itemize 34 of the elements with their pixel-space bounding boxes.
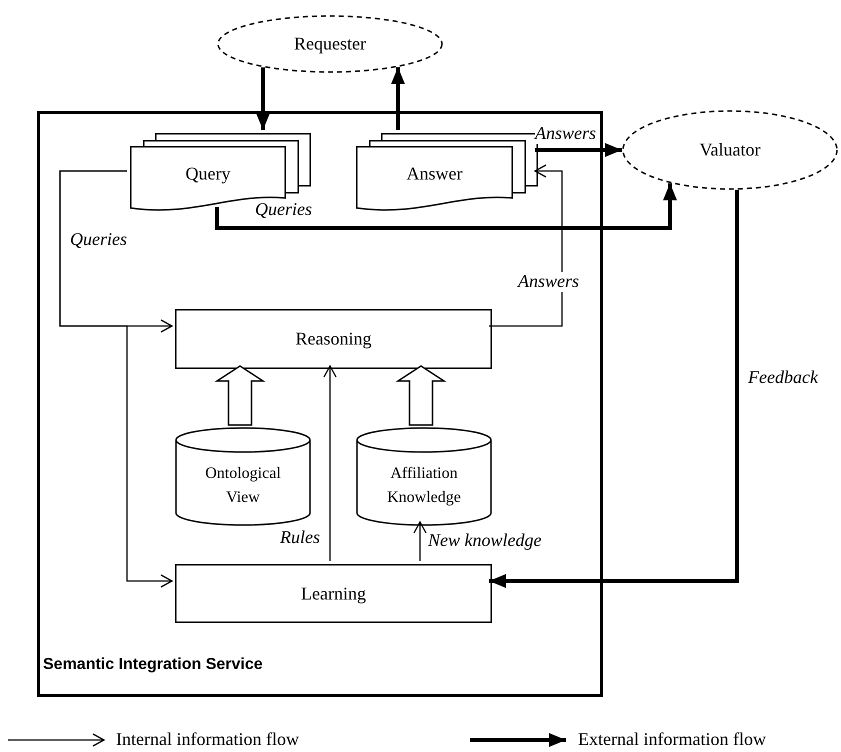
legend-label: Internal information flow <box>116 729 299 750</box>
container-heading: Semantic Integration Service <box>43 656 263 674</box>
process-box <box>175 564 492 623</box>
container-box <box>37 111 603 697</box>
database-cylinder <box>356 428 492 525</box>
arrow <box>323 365 337 561</box>
node-label: Learning <box>301 582 366 606</box>
edge-label: New knowledge <box>428 531 542 551</box>
thick-arrow <box>256 67 270 130</box>
legend-label: External information flow <box>578 729 766 750</box>
edge-label: Answers <box>518 272 580 292</box>
node-label: Query <box>186 162 230 186</box>
node-label: Answer <box>406 162 462 185</box>
node-label: Affiliation Knowledge <box>386 464 462 508</box>
block-arrow <box>214 365 266 426</box>
dashed-ellipse <box>622 110 838 190</box>
thick-arrow <box>215 183 677 230</box>
arrow <box>489 164 563 327</box>
arrow <box>59 170 173 588</box>
thick-arrow <box>391 67 405 130</box>
thick-arrow <box>489 190 739 588</box>
node-label: Valuator <box>700 138 760 162</box>
node-label: Reasoning <box>296 328 372 350</box>
arrow <box>413 521 427 561</box>
thick-arrow <box>535 143 622 157</box>
edge-label: Queries <box>70 230 127 250</box>
node-label: Ontological View <box>204 464 282 508</box>
edge-label: Answers <box>535 124 596 144</box>
edge-label: Queries <box>255 200 312 220</box>
database-cylinder <box>175 428 311 525</box>
block-arrow <box>395 365 447 426</box>
dashed-ellipse <box>217 15 443 73</box>
node-label: Requester <box>294 32 366 56</box>
process-box <box>175 309 492 369</box>
